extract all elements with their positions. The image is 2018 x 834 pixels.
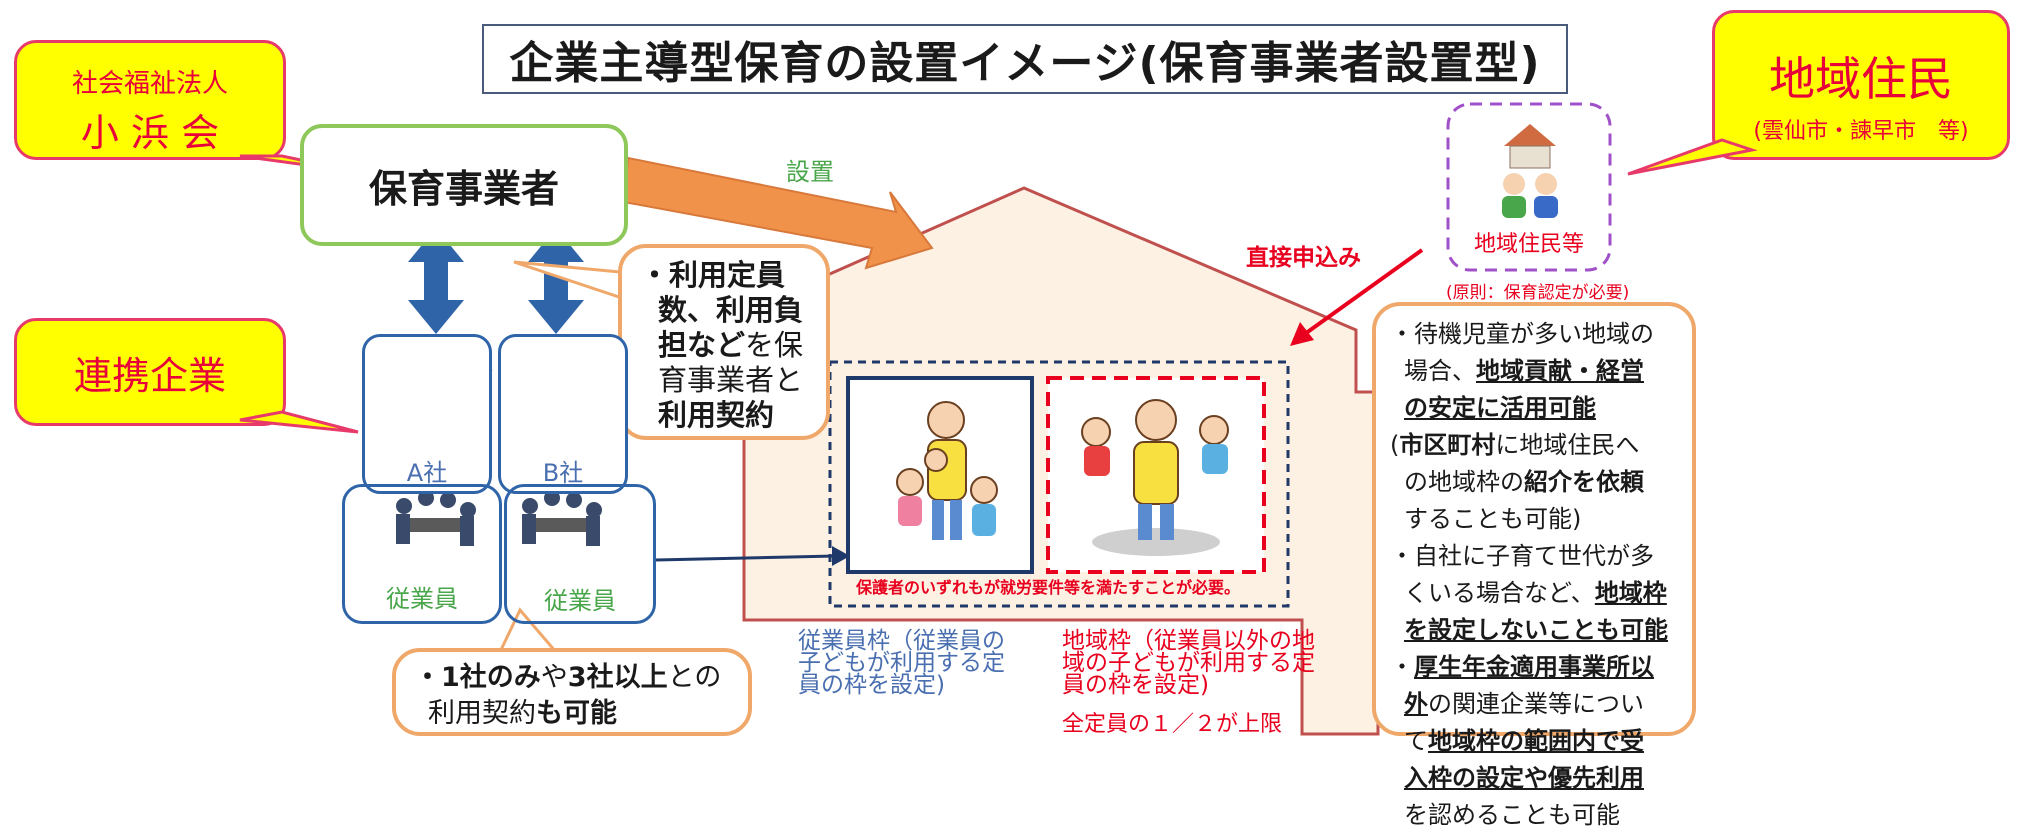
multi-contract-line2-b: も可能 [536,698,617,729]
right-note-4e: て [1404,727,1428,755]
page-title: 企業主導型保育の設置イメージ(保育事業者設置型) [482,24,1568,94]
right-note-2e: 紹介を依頼 [1524,468,1644,496]
right-note-2b: 市区町村 [1399,431,1496,459]
right-note-1: ・待機児童が多い地域の場合、地域貢献・経営の安定に活用可能 [1390,316,1684,427]
setup-label: 設置 [786,158,834,186]
right-note-4g: 入枠の設定や優先利用 [1404,764,1644,792]
right-notes-box: ・待機児童が多い地域の場合、地域貢献・経営の安定に活用可能 (市区町村に地域住民… [1372,302,1696,829]
right-note-2d: の地域枠の [1404,468,1524,496]
employee-slot-line2: 子どもが利用する定 [798,650,1005,676]
right-note-2a: ( [1390,431,1400,459]
contract-note: ・利用定員 数、利用負 担などを保 育事業者と 利用契約 [618,244,830,440]
callout-social-welfare: 社会福祉法人 小 浜 会 [14,40,286,160]
right-note-1c: 地域貢献・経営 [1476,357,1644,385]
right-note-2c: に地域住民へ [1495,431,1640,459]
callout-local-residents: 地域住民 (雲仙市・諫早市 等) [1712,10,2010,160]
local-slot-line2: 域の子どもが利用する定 [1062,650,1315,676]
company-card-a: A社 [362,334,492,494]
contract-note-line1: ・利用定員 [640,258,786,292]
callout-social-welfare-line1: 社会福祉法人 [71,69,228,99]
employee-card-a: 従業員 [342,484,502,624]
multi-contract-line1-a: ・1社のみ [414,662,541,693]
right-note-2g: 能) [1548,505,1582,533]
double-arrow-b [528,228,584,334]
employee-slot-line1: 従業員枠（従業員の [798,628,1005,654]
direct-apply-arrow-line [1300,248,1424,338]
contract-note-line4: 育事業者と [658,363,804,397]
right-note-2: (市区町村に地域住民への地域枠の紹介を依頼することも可能) [1390,427,1684,538]
capacity-limit-note: 全定員の１／２が上限 [1062,712,1283,737]
right-note-1a: ・待機児童が多い地域の [1390,320,1654,348]
employee-arrow-line [655,554,837,562]
right-note-3: ・自社に子育て世代が多くいる場合など、地域枠を設定しないことも可能 [1390,538,1684,649]
callout-local-residents-line1: 地域住民 [1769,52,1953,106]
multi-contract-line1-d: との [667,662,722,693]
employee-a-label: 従業員 [386,585,458,613]
local-slot-description: 地域枠（従業員以外の地 域の子どもが利用する定 員の枠を設定) [1062,628,1315,698]
double-arrow-a [408,228,464,334]
multi-contract-line2: 利用契約も可能 [414,696,748,732]
employee-card-b: 従業員 [504,484,656,624]
right-note-3a: ・自社に子育て世代が多 [1390,542,1654,570]
right-note-4h: を認めることも可能 [1404,801,1620,829]
multi-contract-note: ・1社のみや3社以上との 利用契約も可能 [392,648,752,736]
meeting-icon-a [396,490,476,546]
company-b-name: B社 [542,459,584,487]
residents-icon [1502,124,1558,218]
employee-slot-line3: 員の枠を設定) [798,672,945,698]
right-note-1b: 場合、 [1404,357,1476,385]
callout-social-welfare-line2: 小 浜 会 [80,111,220,155]
contract-note-line3: 担などを保 [640,328,826,363]
employee-b-label: 従業員 [544,587,616,615]
local-residents-frame [1446,102,1612,272]
right-note-4c: 外 [1404,690,1428,718]
nursery-frame [828,360,1290,608]
contract-note-line3-bold: 担など [658,328,746,362]
meeting-icon-b [522,490,602,546]
diagram-graphics [239,102,1758,736]
right-note-4a: ・ [1390,653,1414,681]
local-residents-label: 地域住民等 [1473,232,1584,257]
right-note-3b: くいる場合など、 [1404,579,1595,607]
requirement-note: 保護者のいずれもが就労要件等を満たすことが必要。 [856,578,1241,597]
direct-apply-label: 直接申込み [1246,245,1361,271]
callout-partner-companies: 連携企業 [14,318,286,426]
local-slot-line3: 員の枠を設定) [1062,672,1209,698]
right-note-1d: の安定に活用可能 [1404,394,1596,422]
multi-contract-line1: ・1社のみや3社以上との [414,660,748,696]
multi-contract-line1-b: や [540,662,568,693]
adult-children-illustration [1081,399,1229,556]
contract-note-line2: 数、利用負 [658,293,804,327]
callout-tail-residents [1627,138,1758,176]
mother-children-illustration [896,401,998,540]
employee-arrow-head [832,546,850,566]
company-a-name: A社 [406,459,448,487]
right-note-3d: を設定しないことも可能 [1404,616,1668,644]
right-note-4: ・厚生年金適用事業所以外の関連企業等について地域枠の範囲内で受入枠の設定や優先利… [1390,649,1684,834]
right-note-4d: の関連企業等につい [1428,690,1644,718]
right-note-2f: することも可 [1404,505,1548,533]
right-note-4b: 厚生年金適用事業所以 [1414,653,1654,681]
multi-contract-line2-a: 利用契約 [428,698,536,729]
callout-local-residents-line2: (雲仙市・諫早市 等) [1753,119,1969,144]
contract-note-line5: 利用契約 [658,398,775,432]
certification-note: (原則：保育認定が必要) [1446,283,1630,303]
multi-contract-line1-c: 3社以上 [567,662,668,693]
callout-tail-partner [239,410,359,434]
company-card-b: B社 [498,334,628,494]
setup-arrow [622,156,934,270]
employee-slot-description: 従業員枠（従業員の 子どもが利用する定 員の枠を設定) [798,628,1005,698]
contract-note-line3-normal: を保 [745,328,804,362]
direct-apply-arrow-head [1290,322,1314,346]
right-note-4f: 地域枠の範囲内で受 [1428,727,1644,755]
right-note-3c: 地域枠 [1594,579,1667,607]
local-slot-line1: 地域枠（従業員以外の地 [1062,628,1315,654]
childcare-operator-box: 保育事業者 [300,124,628,246]
